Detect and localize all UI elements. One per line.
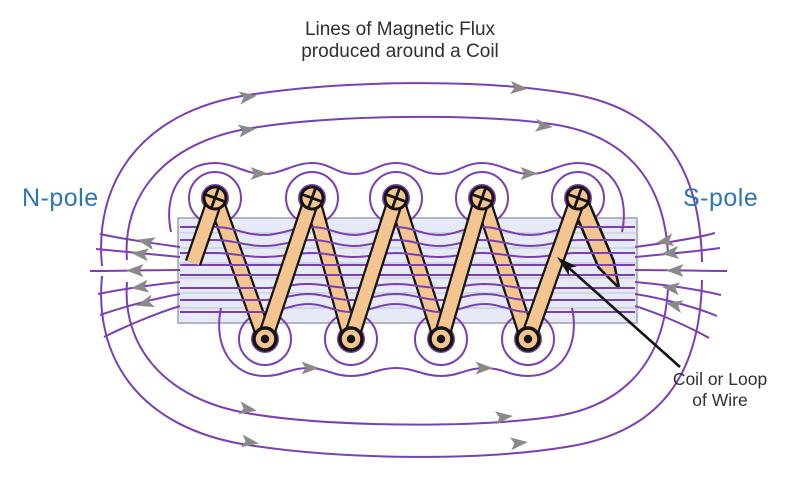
conductor-symbols [202, 185, 591, 352]
flux-arrowhead [240, 434, 259, 448]
flux-arrowhead [131, 279, 150, 293]
current-into-page-symbol [469, 185, 495, 211]
flux-arrowhead [666, 264, 684, 277]
current-into-page-symbol [299, 185, 325, 211]
flux-arrowhead [662, 282, 681, 296]
diagram-title-line1: Lines of Magnetic Flux [304, 19, 496, 40]
diagram-title: Lines of Magnetic Flux produced around a… [0, 19, 800, 63]
flux-arrowhead [509, 437, 528, 451]
current-out-of-page-symbol [252, 326, 278, 352]
current-into-page-symbol [383, 185, 409, 211]
current-out-of-page-symbol [428, 326, 454, 352]
magnetic-flux-lines [89, 82, 728, 458]
flux-arrowhead [510, 80, 528, 94]
current-out-of-page-symbol [338, 326, 364, 352]
flux-arrowhead [237, 124, 256, 138]
flux-arrowhead [250, 167, 268, 180]
coil-caption-line2: of Wire [692, 390, 748, 410]
flux-arrowhead [301, 361, 319, 375]
coil-caption: Coil or Loop of Wire [639, 369, 800, 411]
flux-arrowhead [661, 245, 680, 259]
flux-arrowhead [238, 401, 257, 415]
flux-arrowhead [534, 118, 553, 132]
flux-direction-arrows [126, 80, 684, 451]
diagram-title-line2: produced around a Coil [301, 41, 499, 62]
flux-arrowhead [557, 257, 577, 276]
flux-arrowhead [238, 91, 257, 105]
flux-arrowhead [656, 233, 675, 246]
flux-arrowhead [137, 237, 156, 251]
flux-arrowhead [520, 167, 538, 180]
flux-arrowhead [475, 361, 493, 375]
north-pole-label: N-pole [22, 184, 99, 212]
caption-pointer [557, 257, 681, 368]
flux-arrowhead [665, 300, 684, 314]
flux-arrowhead [126, 264, 144, 277]
current-into-page-symbol [565, 185, 591, 211]
flux-arrowhead [136, 294, 156, 308]
south-pole-label: S-pole [683, 184, 759, 212]
current-out-of-page-symbol [515, 326, 541, 352]
current-into-page-symbol [202, 185, 228, 211]
flux-arrowhead [494, 411, 513, 425]
flux-arrowhead [131, 248, 150, 262]
coil-caption-line1: Coil or Loop [672, 369, 768, 389]
